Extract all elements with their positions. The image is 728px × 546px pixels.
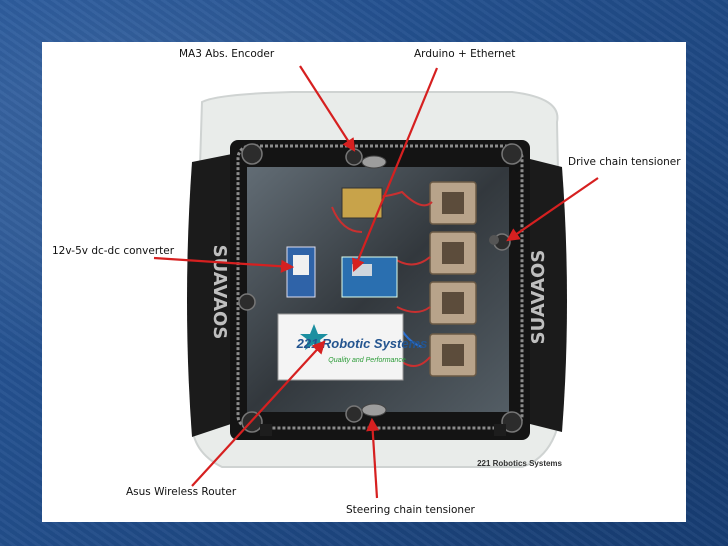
label-arduino: Arduino + Ethernet [414,48,516,60]
label-drive-tensioner: Drive chain tensioner [568,156,681,168]
label-encoder: MA3 Abs. Encoder [179,48,275,60]
label-steering-tensioner: Steering chain tensioner [346,504,475,516]
right-side-text: SUAVAOS [528,250,549,345]
label-converter: 12v-5v dc-dc converter [52,245,175,257]
label-router: Asus Wireless Router [126,486,237,498]
logo-text: 221 Robotic Systems [296,336,428,351]
robot-chassis-photo: SUAVAOS SUAVAOS [187,91,567,468]
slide-panel: SUAVAOS SUAVAOS [42,42,686,522]
watermark: 221 Robotics Systems [477,459,562,468]
logo-subtext: Quality and Performance [328,357,406,364]
left-side-text: SUAVAOS [209,245,230,340]
